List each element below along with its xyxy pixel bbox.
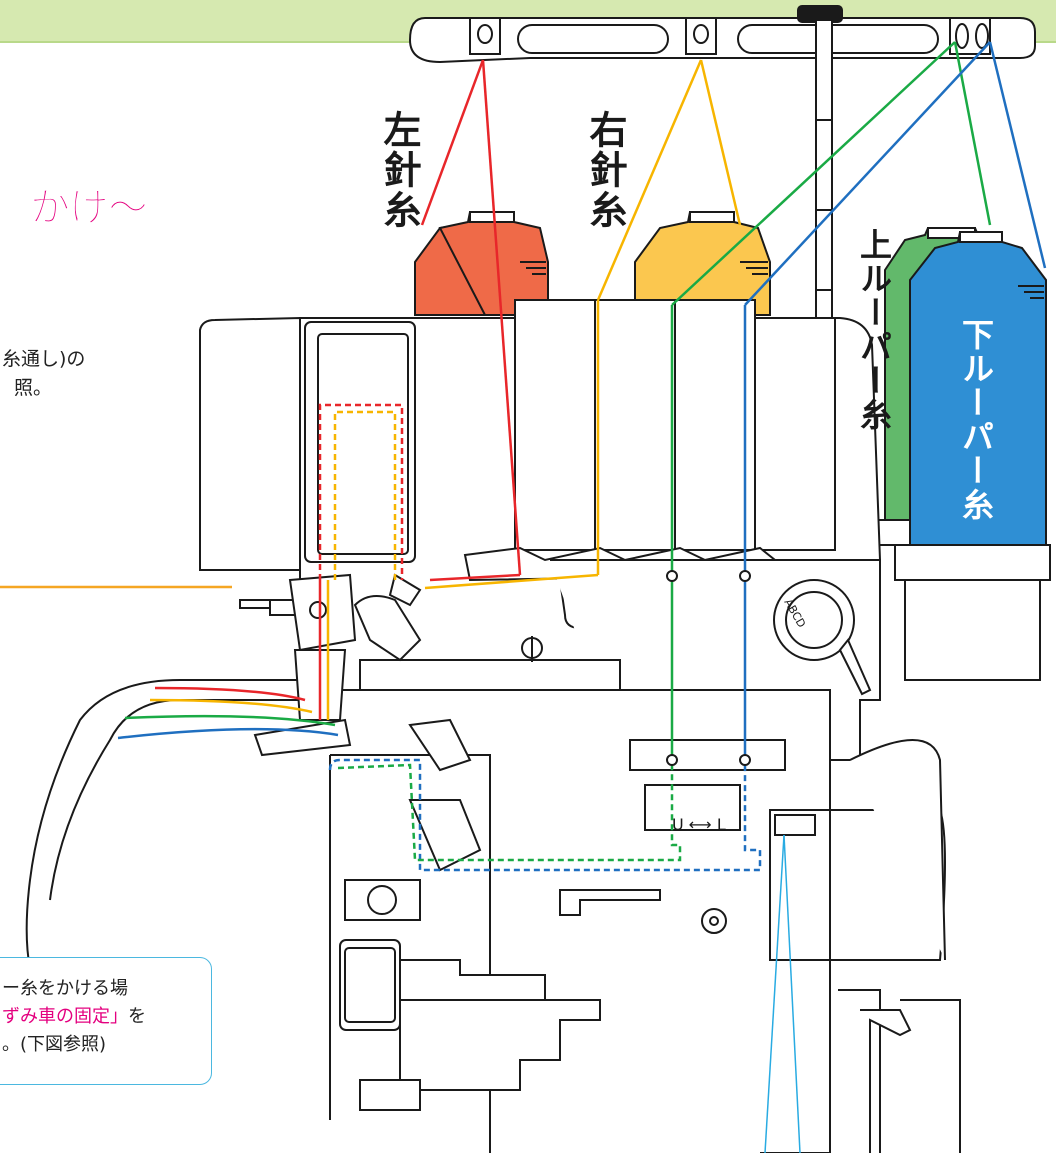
note-line1: ー糸をかける場 [2, 978, 128, 999]
note-line3: 。(下図参照) [2, 1034, 107, 1055]
note-line2-tail: を [128, 1006, 146, 1027]
note-highlight: ずみ車の固定」 [2, 1006, 128, 1027]
thread-guide-bar [408, 5, 1036, 64]
label-right-needle-thread: 右針糸 [583, 110, 627, 230]
internal-thread-paths [318, 403, 762, 872]
side-note-line1: 糸通し)の [2, 348, 86, 370]
note-callout-box [0, 957, 212, 1085]
spool-lower-looper [894, 231, 1051, 681]
slider-label: U ⟷ L [672, 815, 726, 834]
side-note-line2: 照。 [14, 377, 53, 399]
note-line2: ずみ車の固定」を [2, 1003, 146, 1031]
spool-left-needle [414, 211, 549, 316]
thread-guide-holes [666, 570, 751, 766]
machine-body [199, 299, 961, 1154]
label-upper-looper-thread: 上ルーパー糸 [855, 228, 893, 432]
note-callout-text: ー糸をかける場 ずみ車の固定」を 。(下図参照) [2, 975, 146, 1059]
threads [117, 41, 1047, 1154]
label-left-needle-thread: 左針糸 [377, 110, 421, 230]
label-lower-looper-thread: 下ルーパー糸 [957, 318, 995, 522]
page-title-fragment: かけ〜 [30, 185, 149, 232]
